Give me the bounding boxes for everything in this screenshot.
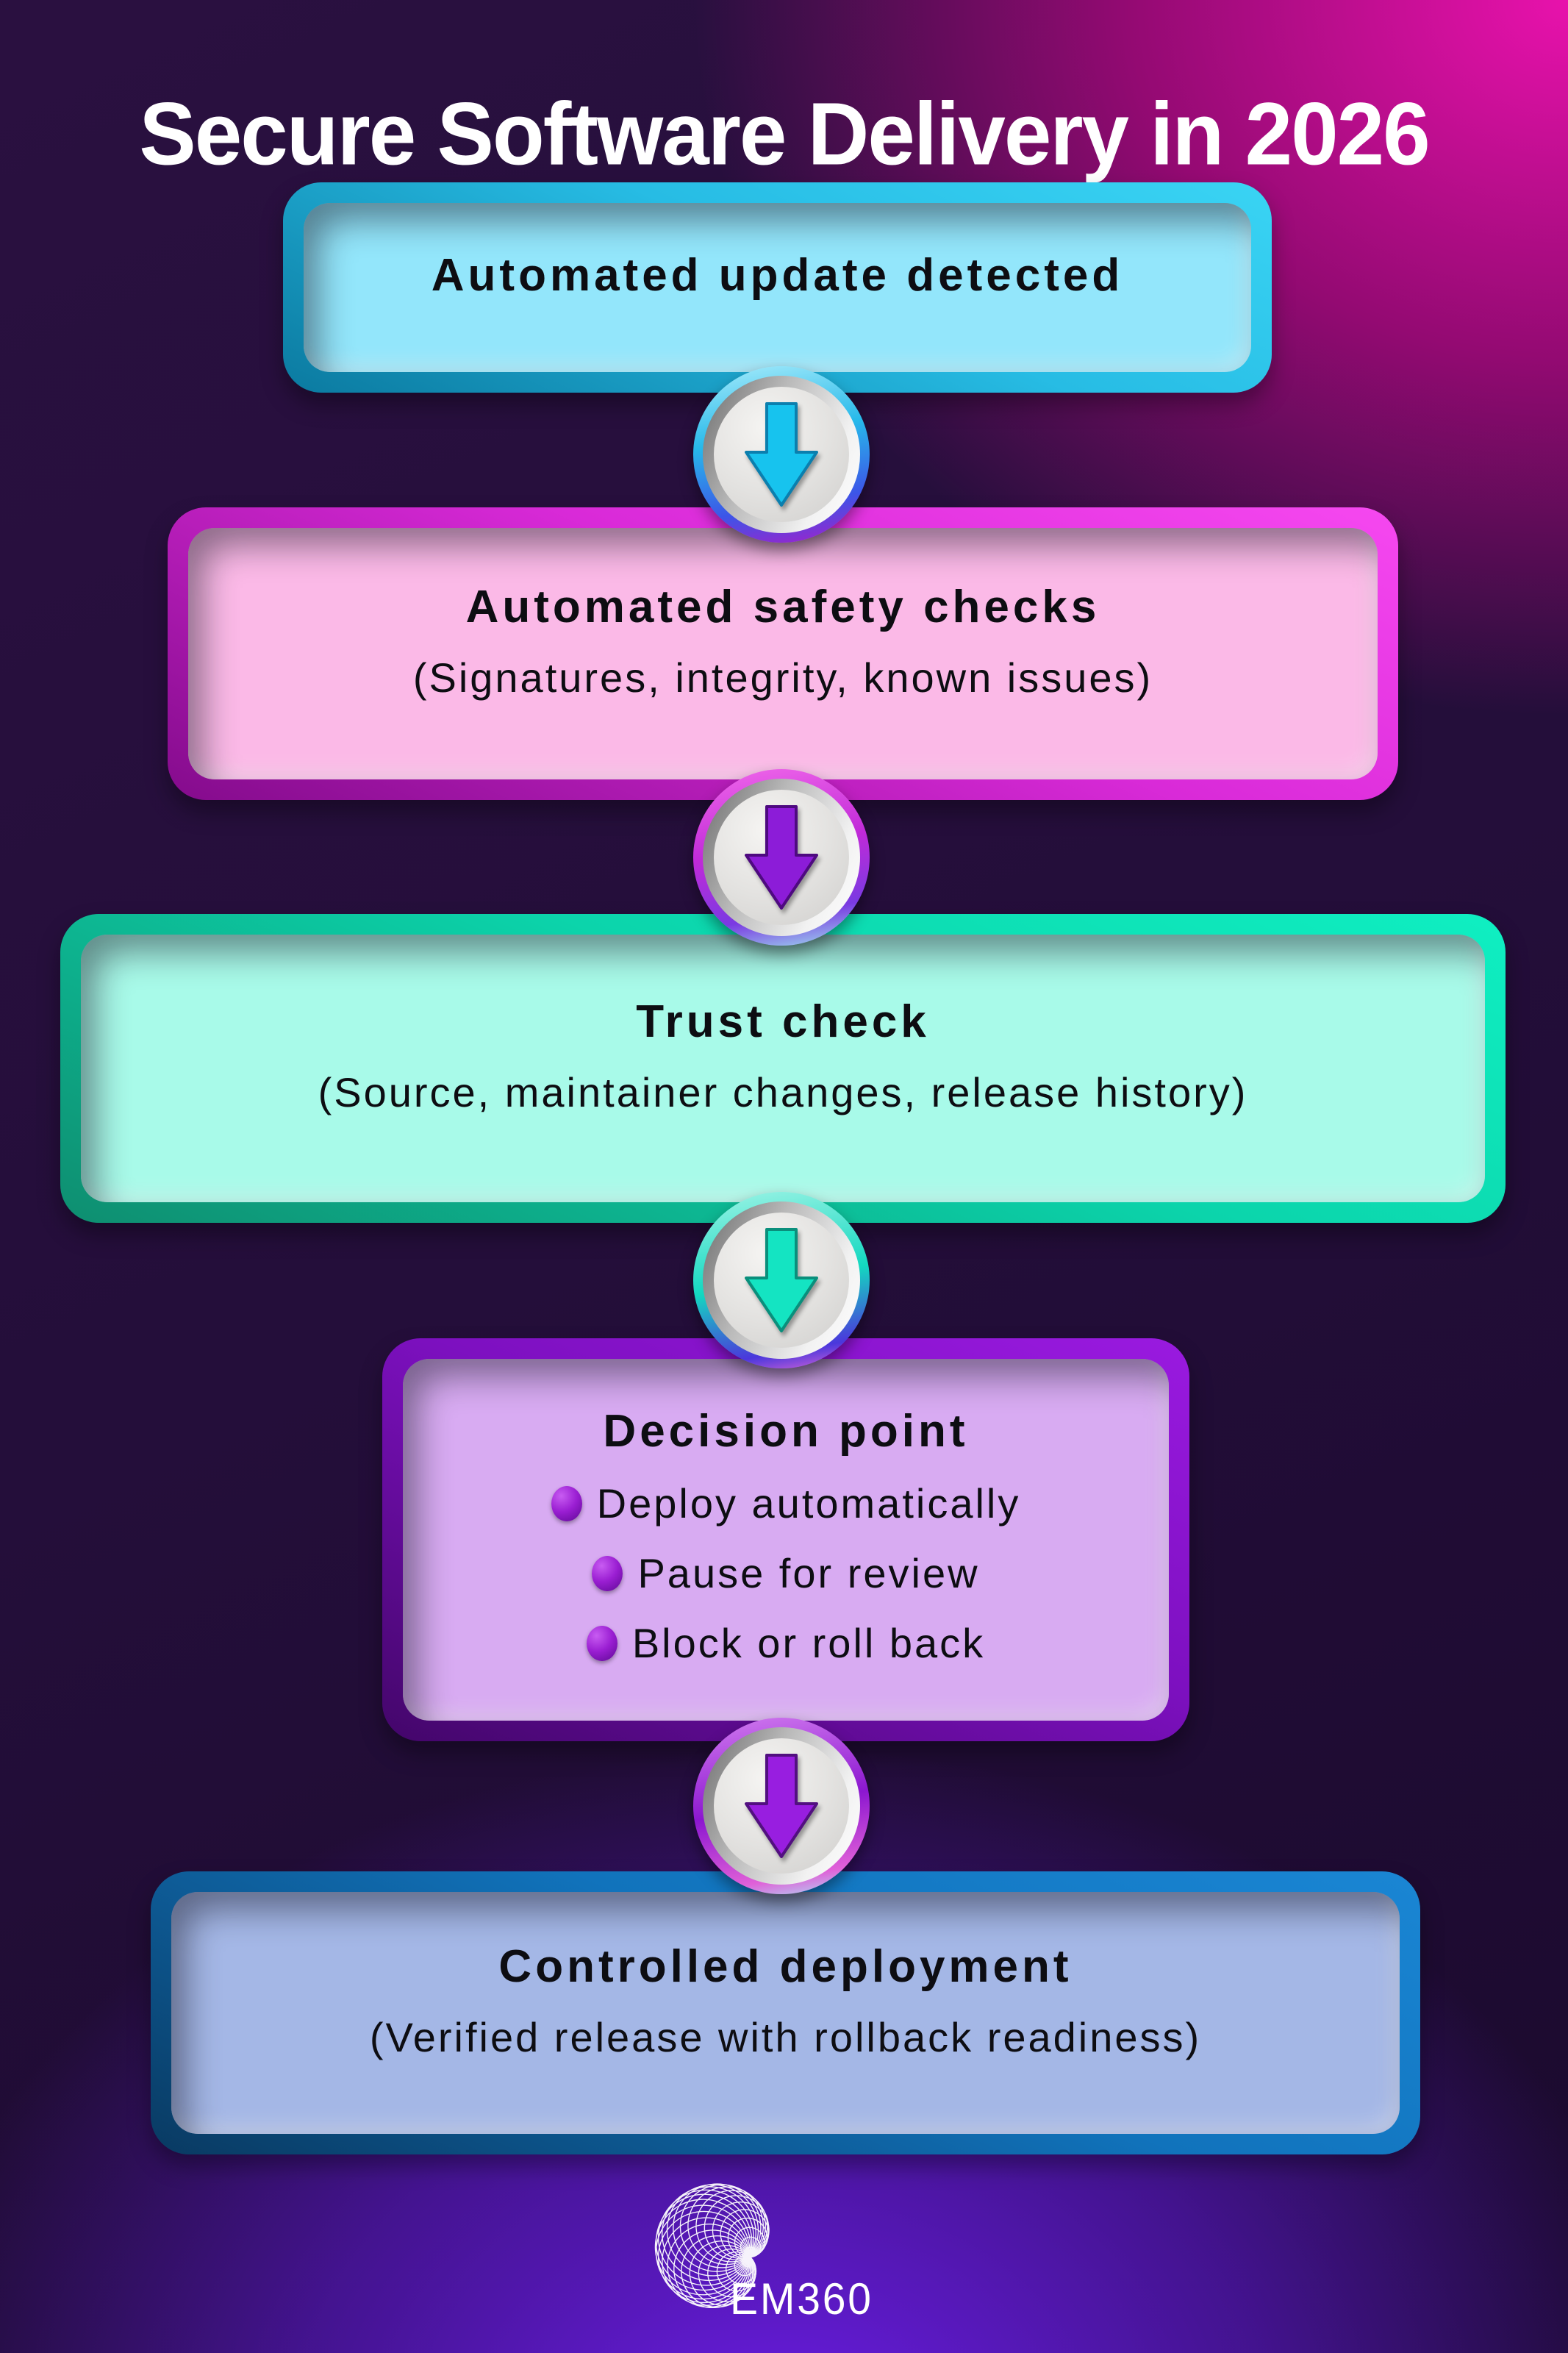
decision-option-block: Block or roll back — [586, 1619, 986, 1667]
page-title: Secure Software Delivery in 2026 — [139, 83, 1430, 183]
em360-logo-text: EM360 — [730, 2274, 873, 2324]
step-subtitle: (Signatures, integrity, known issues) — [412, 654, 1153, 701]
down-arrow-icon — [745, 1754, 818, 1858]
decision-option-deploy: Deploy automatically — [551, 1479, 1021, 1527]
bullet-dot-icon — [586, 1625, 617, 1661]
step-box-automated-update: Automated update detected — [283, 182, 1272, 393]
step-box-decision-point: Decision point Deploy automatically Paus… — [382, 1338, 1189, 1741]
bullet-dot-icon — [592, 1555, 623, 1591]
step-subtitle: (Source, maintainer changes, release his… — [318, 1069, 1248, 1115]
flow-arrow-3 — [693, 1192, 870, 1368]
step-subtitle: (Verified release with rollback readines… — [369, 2013, 1202, 2060]
down-arrow-icon — [745, 805, 818, 910]
step-title: Controlled deployment — [498, 1940, 1073, 1992]
bullet-label: Block or roll back — [631, 1620, 986, 1666]
step-box-surface: Trust check (Source, maintainer changes,… — [81, 935, 1485, 1202]
step-title: Automated safety checks — [465, 582, 1100, 632]
step-box-controlled-deployment: Controlled deployment (Verified release … — [151, 1871, 1420, 2154]
step-box-trust-check: Trust check (Source, maintainer changes,… — [60, 914, 1506, 1223]
step-title: Automated update detected — [431, 249, 1124, 301]
em360-spiral-icon — [654, 2183, 770, 2309]
step-box-surface: Automated update detected — [304, 203, 1251, 372]
down-arrow-icon — [745, 402, 818, 507]
flow-arrow-4 — [693, 1718, 870, 1894]
em360-logo: EM360 — [642, 2177, 936, 2349]
step-box-surface: Decision point Deploy automatically Paus… — [403, 1359, 1169, 1721]
bullet-dot-icon — [551, 1485, 582, 1521]
step-box-safety-checks: Automated safety checks (Signatures, int… — [168, 507, 1398, 800]
step-title: Trust check — [636, 996, 930, 1047]
decision-option-pause: Pause for review — [592, 1549, 979, 1597]
down-arrow-icon — [745, 1228, 818, 1332]
bullet-label: Pause for review — [637, 1550, 980, 1596]
step-title: Decision point — [603, 1406, 969, 1457]
flow-arrow-1 — [693, 366, 870, 543]
step-box-surface: Controlled deployment (Verified release … — [171, 1892, 1400, 2134]
flow-arrow-2 — [693, 769, 870, 946]
step-box-surface: Automated safety checks (Signatures, int… — [188, 528, 1378, 779]
bullet-label: Deploy automatically — [596, 1480, 1021, 1527]
